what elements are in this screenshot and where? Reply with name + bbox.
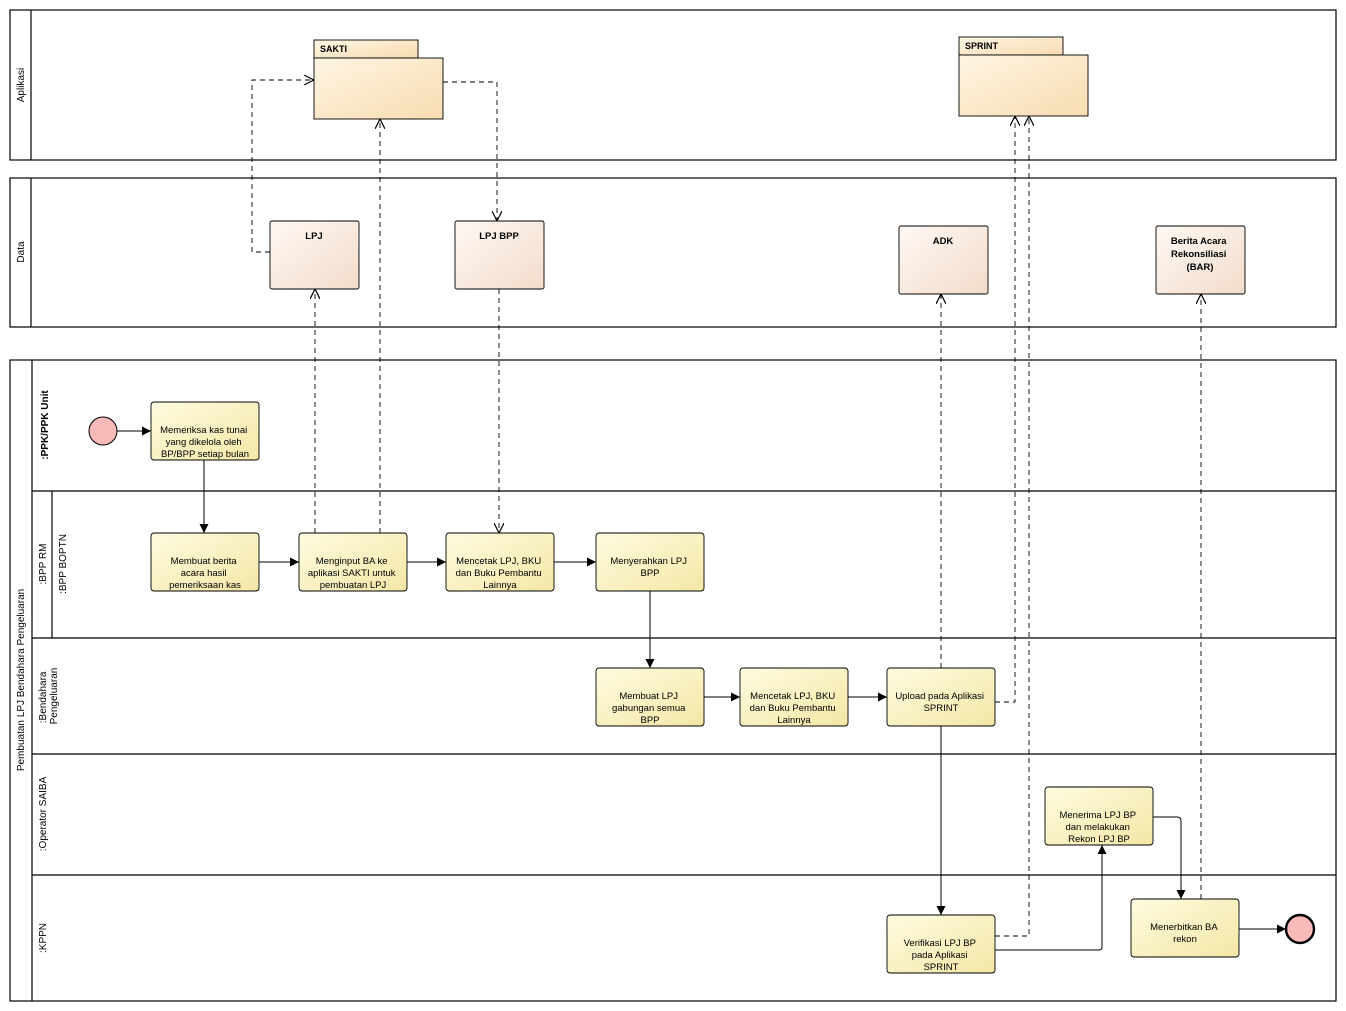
task-menerima-lpj-bp[interactable]: Menerima LPJ BP dan melakukan Rekon LPJ … [1044,786,1154,846]
task-t6-l3: BPP [640,715,659,726]
task-mencetak-lpj-bp[interactable]: Mencetak LPJ, BKU dan Buku Pembantu Lain… [739,667,849,727]
app-sprint-label: SPRINT [965,41,999,51]
lane-label-bpp-boptn: :BPP BOPTN [58,534,69,594]
task-menyerahkan-lpj[interactable]: Menyerahkan LPJ BPP [595,532,705,592]
task-t2-text: Membuat berita acara hasil pemeriksaan k… [169,556,241,591]
task-t9-l2: dan melakukan [1065,822,1129,833]
data-lpj-bpp-label: LPJ BPP [479,231,519,242]
app-sprint[interactable]: SPRINT [958,36,1089,117]
task-membuat-lpj-gabungan[interactable]: Membuat LPJ gabungan semua BPP [595,667,705,727]
task-t5-text: Menyerahkan LPJ BPP [610,556,689,579]
task-t4-text: Mencetak LPJ, BKU dan Buku Pembantu Lain… [456,556,545,591]
task-t3-text: Menginput BA ke aplikasi SAKTI untuk pem… [308,556,398,591]
lane-label-bendahara-l1: :Bendahara [38,671,49,723]
start-event[interactable] [88,416,118,446]
task-t10-text: Verifikasi LPJ BP pada Aplikasi SPRINT [904,938,979,973]
task-verifikasi-lpj-bp[interactable]: Verifikasi LPJ BP pada Aplikasi SPRINT [886,914,996,974]
task-t9-text: Menerima LPJ BP dan melakukan Rekon LPJ … [1059,810,1138,845]
lane-label-kppn: :KPPN [38,923,49,953]
data-adk-label: ADK [933,236,954,247]
assoc-t8-sprint [995,116,1015,703]
task-t7-l3: Lainnya [777,715,811,726]
data-associations [251,80,1201,937]
data-bar-l3: (BAR) [1187,262,1214,273]
pool-data: Data [9,177,1337,328]
task-t6-l2: gabungan semua [612,703,686,714]
task-t6-text: Membuat LPJ gabungan semua BPP [612,691,688,726]
app-sakti-label: SAKTI [320,44,347,54]
task-t4-l1: Mencetak LPJ, BKU [456,556,541,567]
task-t11-text: Menerbitkan BA rekon [1150,922,1220,945]
task-t10-l3: SPRINT [924,962,959,973]
data-bar[interactable]: Berita Acara Rekonsiliasi (BAR) [1155,225,1246,295]
task-memeriksa-kas[interactable]: Memeriksa kas tunai yang dikelola oleh B… [150,401,260,461]
task-t8-l2: SPRINT [924,703,959,714]
pool-label-process: Pembuatan LPJ Bendahara Pengeluaran [16,589,27,771]
task-t4-l2: dan Buku Pembantu [456,568,542,579]
task-t2-l3: pemeriksaan kas [169,580,241,591]
pool-label-data: Data [16,241,27,263]
data-bar-l2: Rekonsiliasi [1171,249,1226,260]
assoc-t10-sprint [995,116,1029,937]
task-t10-l2: pada Aplikasi [912,950,968,961]
task-t11-l2: rekon [1173,934,1197,945]
assoc-lpj-sakti [251,80,314,253]
lane-label-saiba: :Operator SAIBA [38,776,49,851]
task-membuat-berita-acara[interactable]: Membuat berita acara hasil pemeriksaan k… [150,532,260,592]
lane-label-bendahara-l2: Pengeluaran [49,668,60,725]
task-mencetak-lpj-bpp[interactable]: Mencetak LPJ, BKU dan Buku Pembantu Lain… [445,532,555,592]
data-bar-label: Berita Acara Rekonsiliasi (BAR) [1171,236,1229,273]
lane-label-bpp-rm: :BPP RM [38,544,49,585]
task-upload-sprint[interactable]: Upload pada Aplikasi SPRINT [886,667,996,727]
lane-label-ppk: :PPK/PPK Unit [40,390,51,460]
assoc-sakti-lpjbpp [443,81,497,221]
flow-t10-t9 [995,845,1107,951]
end-event[interactable] [1284,913,1316,945]
data-bar-l1: Berita Acara [1171,236,1227,247]
task-t7-text: Mencetak LPJ, BKU dan Buku Pembantu Lain… [750,691,839,726]
task-t5-l2: BPP [640,568,659,579]
task-t1-text: Memeriksa kas tunai yang dikelola oleh B… [160,425,250,460]
app-sakti[interactable]: SAKTI [313,39,444,120]
task-t2-l1: Membuat berita [171,556,238,567]
data-lpj-bpp[interactable]: LPJ BPP [454,220,545,290]
task-t8-text: Upload pada Aplikasi SPRINT [895,691,986,714]
task-menginput-ba[interactable]: Menginput BA ke aplikasi SAKTI untuk pem… [298,532,408,592]
task-t9-l3: Rekon LPJ BP [1068,834,1130,845]
task-t6-l1: Membuat LPJ [619,691,678,702]
task-t11-l1: Menerbitkan BA [1150,922,1218,933]
task-t3-l1: Menginput BA ke [316,556,388,567]
task-t3-l2: aplikasi SAKTI untuk [308,568,396,579]
task-t1-l2: yang dikelola oleh [166,437,242,448]
lane-label-bendahara: :Bendahara Pengeluaran [38,668,60,725]
sequence-flows [117,426,1286,951]
task-t5-l1: Menyerahkan LPJ [610,556,687,567]
task-t9-l1: Menerima LPJ BP [1059,810,1135,821]
task-t2-l2: acara hasil [181,568,227,579]
task-t7-l2: dan Buku Pembantu [750,703,836,714]
task-t8-l1: Upload pada Aplikasi [895,691,984,702]
pool-aplikasi: Aplikasi [9,9,1337,161]
task-menerbitkan-ba-rekon[interactable]: Menerbitkan BA rekon [1130,898,1240,958]
data-adk[interactable]: ADK [898,225,989,295]
task-t7-l1: Mencetak LPJ, BKU [750,691,835,702]
pool-label-aplikasi: Aplikasi [16,68,27,102]
task-t4-l3: Lainnya [483,580,517,591]
flow-t9-t11 [1153,816,1186,899]
task-t3-l3: pembuatan LPJ [320,580,387,591]
task-t1-l3: BP/BPP setiap bulan [161,449,249,460]
data-lpj-label: LPJ [305,231,322,242]
task-t10-l1: Verifikasi LPJ BP [904,938,976,949]
data-lpj[interactable]: LPJ [269,220,360,290]
task-t1-l1: Memeriksa kas tunai [160,425,247,436]
